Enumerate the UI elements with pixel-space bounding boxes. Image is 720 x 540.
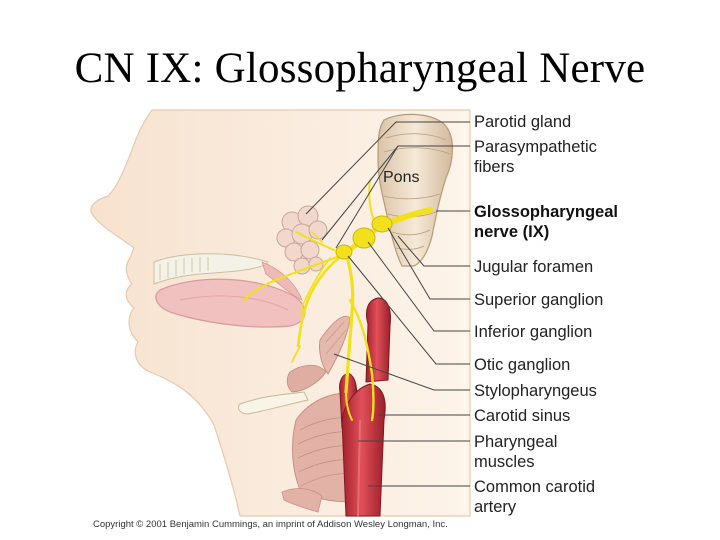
- label-common-carotid-line2: artery: [474, 498, 517, 516]
- label-pharyngeal-muscles-line1: Pharyngeal: [474, 433, 558, 451]
- label-superior-ganglion: Superior ganglion: [474, 291, 604, 309]
- label-parotid-gland: Parotid gland: [474, 113, 572, 131]
- leader-lines: [305, 121, 470, 487]
- hyoid-bone: [237, 391, 309, 415]
- soft-palate: [261, 261, 303, 301]
- upper-pharynx: [286, 364, 327, 393]
- stylopharyngeus-muscle: [319, 315, 351, 375]
- slide-title: CN IX: Glossopharyngeal Nerve: [74, 45, 646, 92]
- internal-carotid-artery: [365, 297, 391, 383]
- brainstem-folds: [383, 133, 451, 250]
- label-common-carotid-line1: Common carotid: [474, 478, 596, 496]
- label-pharyngeal-muscles-line2: muscles: [474, 453, 535, 471]
- inferior-ganglion: [352, 227, 376, 249]
- label-parasympathetic-fibers-line2: fibers: [474, 158, 515, 176]
- label-inferior-ganglion: Inferior ganglion: [474, 323, 593, 341]
- copyright-notice: Copyright © 2001 Benjamin Cummings, an i…: [93, 519, 448, 530]
- label-otic-ganglion: Otic ganglion: [474, 356, 571, 374]
- teeth: [159, 257, 209, 280]
- label-stylopharyngeus: Stylopharyngeus: [474, 382, 597, 400]
- common-carotid-artery: [341, 383, 386, 517]
- pons-label: Pons: [383, 169, 419, 186]
- otic-ganglion: [335, 244, 353, 260]
- superior-ganglion: [371, 215, 393, 233]
- lower-pharynx: [281, 488, 323, 513]
- label-glossopharyngeal-line1: Glossopharyngeal: [474, 203, 618, 221]
- label-carotid-sinus: Carotid sinus: [474, 407, 571, 425]
- tongue: [155, 278, 306, 328]
- hard-palate: [153, 253, 269, 285]
- label-parasympathetic-fibers-line1: Parasympathetic: [474, 138, 597, 156]
- label-jugular-foramen: Jugular foramen: [474, 258, 594, 276]
- label-glossopharyngeal-line2: nerve (IX): [474, 223, 550, 241]
- brainstem: [377, 113, 454, 267]
